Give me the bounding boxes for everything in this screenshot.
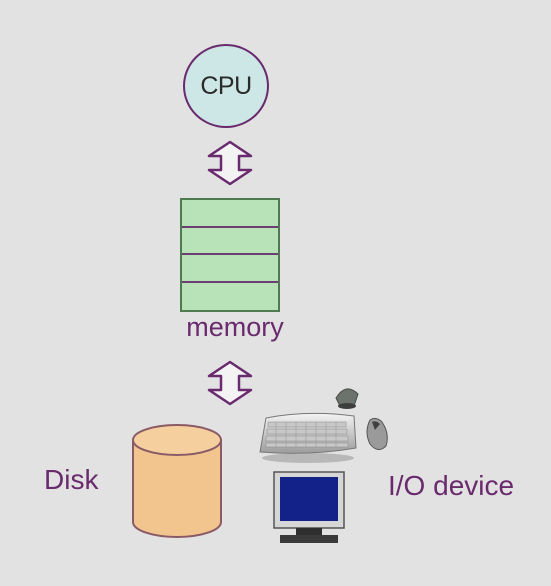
cpu-label: CPU [200, 71, 252, 100]
monitor-icon [273, 471, 345, 543]
disk-cylinder [132, 424, 222, 538]
memory-block [180, 198, 280, 312]
disk-label: Disk [44, 464, 99, 495]
double-arrow-icon [207, 360, 253, 406]
double-arrow-icon [207, 140, 253, 186]
memory-cell [182, 228, 278, 255]
memory-label: memory [186, 312, 284, 342]
memory-cell [182, 200, 278, 228]
cpu-node: CPU [183, 44, 269, 128]
io-device-label: I/O device [388, 470, 515, 501]
memory-cell [182, 283, 278, 311]
keyboard-icon [259, 412, 357, 463]
mouse-icon [366, 417, 388, 450]
receiver-icon [335, 388, 359, 409]
memory-cell [182, 255, 278, 283]
